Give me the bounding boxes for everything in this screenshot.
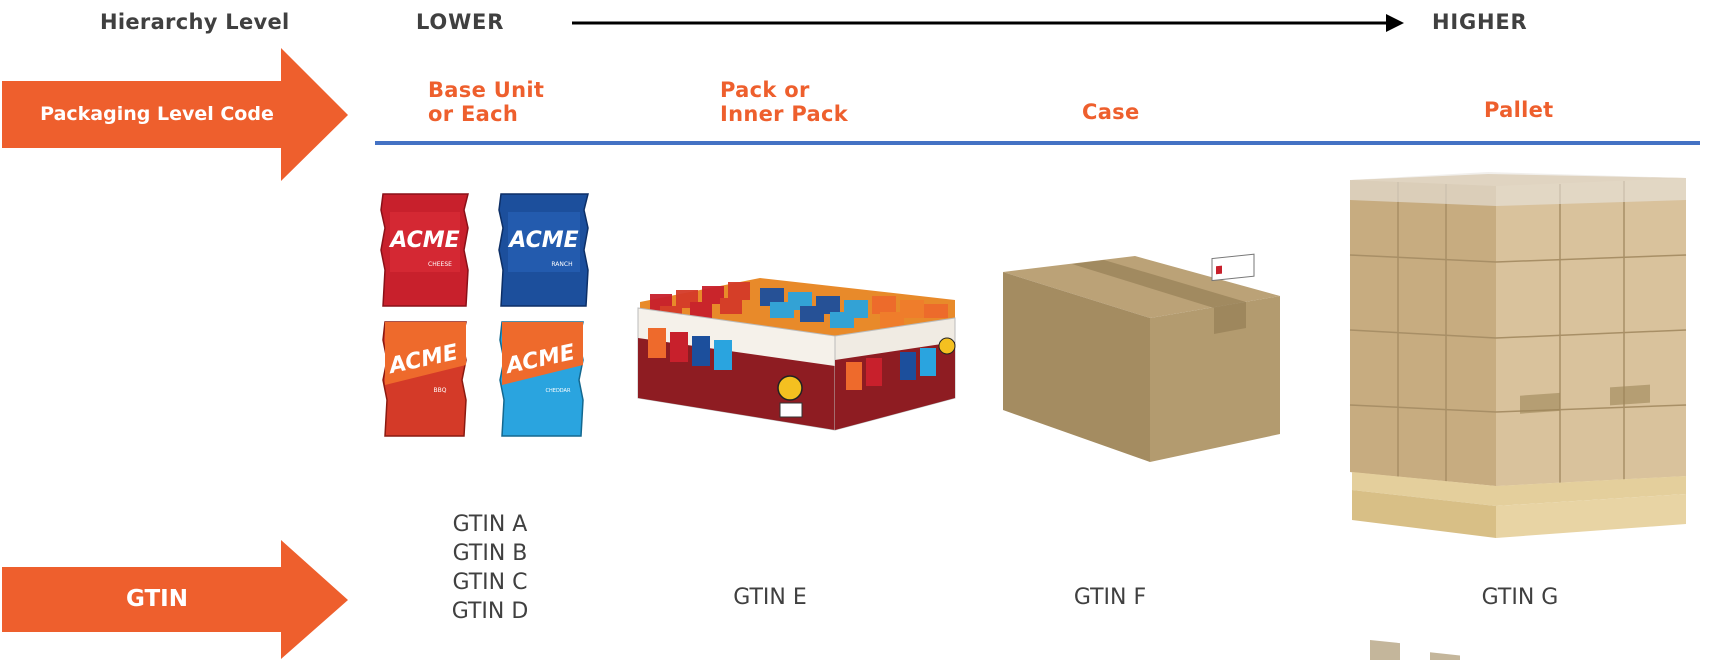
higher-label: HIGHER [1432, 10, 1528, 34]
level-pack-name: Pack or Inner Pack [720, 78, 849, 126]
hierarchy-arrow [572, 14, 1404, 32]
packaging-code-label: Packaging Level Code [40, 103, 274, 125]
lower-label: LOWER [416, 10, 505, 34]
gtin-arrow [2, 540, 348, 659]
hierarchy-level-label: Hierarchy Level [100, 10, 290, 34]
bag-ranch: ACME RANCH [498, 193, 589, 307]
gtin-pallet: GTIN G [1481, 585, 1559, 610]
pallet [1349, 172, 1687, 660]
level-base-unit-name: Base Unit or Each [428, 78, 545, 126]
gtin-pack: GTIN E [733, 585, 807, 610]
bag-flavor: RANCH [551, 261, 572, 268]
bag-cheddar: ACME CHEDDAR [499, 321, 584, 437]
bag-cheese: ACME CHEESE [380, 193, 469, 307]
bag-brand: ACME [388, 228, 459, 253]
packaging-code-arrow [2, 48, 348, 181]
gtin-row-label: GTIN [126, 586, 188, 612]
bag-bbq: ACME BBQ [382, 321, 467, 437]
level-case-name: Case [1082, 100, 1140, 124]
inner-pack-tray [637, 278, 956, 431]
bag-flavor: BBQ [434, 387, 447, 394]
gtin-list-base-unit: GTIN A GTIN B GTIN C GTIN D [451, 512, 529, 624]
level-pallet-name: Pallet [1484, 98, 1554, 122]
bag-flavor: CHEDDAR [546, 388, 571, 394]
gtin-case: GTIN F [1073, 585, 1147, 610]
case-box [1003, 253, 1280, 462]
bag-brand: ACME [507, 228, 578, 253]
bag-flavor: CHEESE [428, 261, 452, 268]
